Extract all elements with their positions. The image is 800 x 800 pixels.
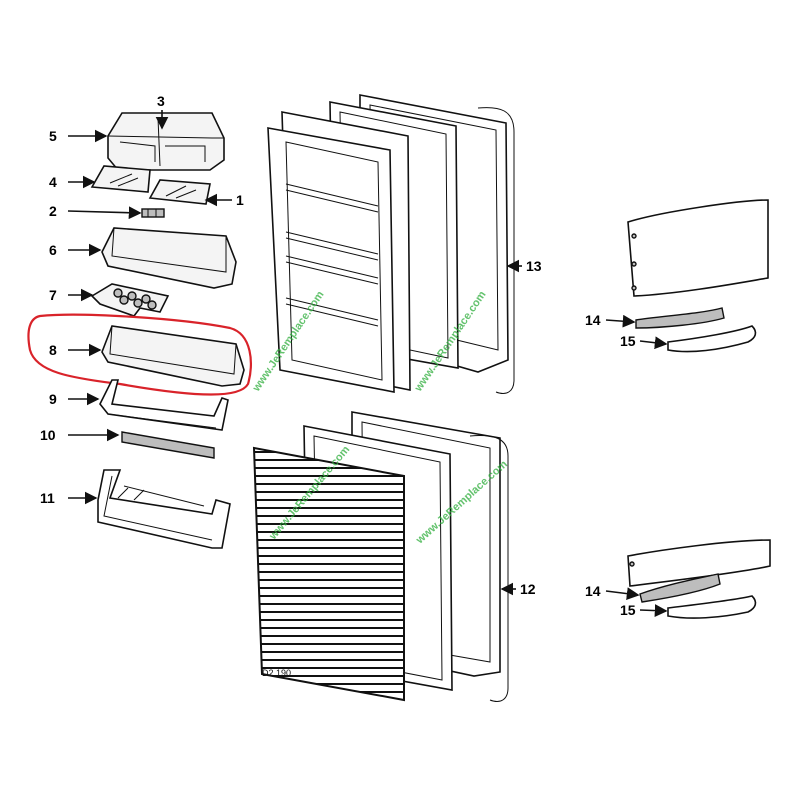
label-5: 5 <box>49 128 57 144</box>
upper-door-outline-curve <box>477 107 515 394</box>
part-11-bottle-rack <box>97 469 231 549</box>
label-4: 4 <box>49 174 57 190</box>
label-12: 12 <box>520 581 536 597</box>
part-9-bottle-shelf <box>99 379 229 431</box>
label-15-upper: 15 <box>620 333 636 349</box>
part-6-door-shelf <box>101 227 237 289</box>
label-2: 2 <box>49 203 57 219</box>
lower-door-grille-panel <box>252 446 405 702</box>
label-13: 13 <box>526 258 542 274</box>
label-9: 9 <box>49 391 57 407</box>
label-14-lower: 14 <box>585 583 601 599</box>
drawing-code: D2.190 <box>262 668 291 678</box>
label-7: 7 <box>49 287 57 303</box>
upper-door-inner-liner <box>267 127 395 393</box>
part-10-retaining-bar <box>121 431 215 459</box>
label-11: 11 <box>40 490 55 506</box>
label-10: 10 <box>40 427 56 443</box>
part-15-lower-handle-trim <box>667 595 757 619</box>
part-5-dairy-compartment <box>107 112 225 171</box>
part-15-upper-handle-trim <box>667 325 757 353</box>
part-2-clip <box>141 208 165 218</box>
label-14-upper: 14 <box>585 312 601 328</box>
label-6: 6 <box>49 242 57 258</box>
part-1-flap-right <box>148 179 211 205</box>
label-15-lower: 15 <box>620 602 636 618</box>
label-1: 1 <box>236 192 244 208</box>
label-3: 3 <box>157 93 165 109</box>
part-14-upper-handle <box>635 307 725 329</box>
part-7-egg-tray <box>90 283 170 317</box>
callout-lines <box>67 129 668 617</box>
part-4-flap-left <box>90 165 151 193</box>
label-8: 8 <box>49 342 57 358</box>
part-8-highlight-outline <box>27 313 252 396</box>
cabinet-bottom-corner <box>627 539 771 587</box>
lower-door-outline-curve <box>469 435 509 702</box>
part-14-lower-handle <box>639 573 721 603</box>
cabinet-top-corner <box>627 199 769 297</box>
part-8-door-shelf <box>101 325 245 387</box>
